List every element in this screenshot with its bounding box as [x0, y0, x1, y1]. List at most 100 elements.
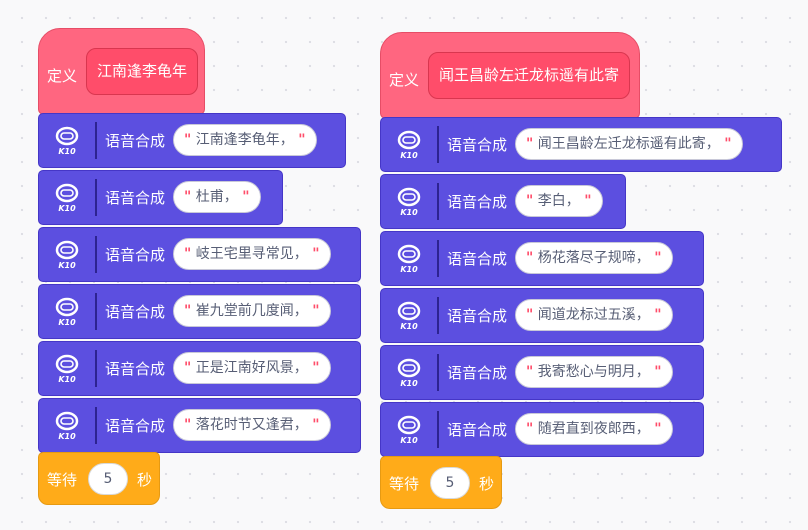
tts-block[interactable]: K10 语音合成 " 江南逢李龟年， " [38, 113, 346, 168]
tts-block-label: 语音合成 [105, 303, 166, 321]
close-quote: " [584, 193, 592, 209]
tts-text-value: 落花时节又逢君， [195, 417, 308, 433]
tts-block[interactable]: K10 语音合成 " 李白， " [380, 174, 626, 229]
k10-icon-label: K10 [58, 318, 76, 327]
procedure-name[interactable]: 江南逢李龟年 [86, 48, 199, 95]
k10-board-icon: K10 [54, 297, 80, 331]
open-quote: " [526, 421, 534, 437]
k10-board-icon: K10 [54, 126, 80, 160]
open-quote: " [526, 364, 534, 380]
k10-board-icon: K10 [396, 301, 422, 335]
open-quote: " [184, 246, 192, 262]
tts-block-label: 语音合成 [447, 307, 508, 325]
tts-block[interactable]: K10 语音合成 " 崔九堂前几度闻， " [38, 284, 361, 339]
tts-block-label: 语音合成 [105, 246, 166, 264]
wait-block[interactable]: 等待 5 秒 [380, 456, 502, 509]
block-divider [95, 236, 97, 273]
tts-text-input[interactable]: " 杨花落尽子规啼， " [515, 242, 673, 274]
k10-board-icon: K10 [396, 244, 422, 278]
k10-icon-label: K10 [58, 204, 76, 213]
tts-text-value: 李白， [537, 193, 580, 209]
open-quote: " [184, 303, 192, 319]
k10-board-icon: K10 [54, 183, 80, 217]
open-quote: " [184, 189, 192, 205]
block-divider [437, 354, 439, 391]
close-quote: " [312, 303, 320, 319]
tts-block-label: 语音合成 [447, 421, 508, 439]
open-quote: " [184, 360, 192, 376]
tts-block[interactable]: K10 语音合成 " 闻道龙标过五溪， " [380, 288, 704, 343]
tts-text-input[interactable]: " 闻道龙标过五溪， " [515, 299, 673, 331]
close-quote: " [298, 132, 306, 148]
open-quote: " [184, 132, 192, 148]
k10-icon-label: K10 [58, 261, 76, 270]
block-divider [95, 179, 97, 216]
k10-board-icon: K10 [54, 240, 80, 274]
tts-text-input[interactable]: " 李白， " [515, 185, 603, 217]
tts-block[interactable]: K10 语音合成 " 随君直到夜郎西， " [380, 402, 704, 457]
tts-block-label: 语音合成 [105, 417, 166, 435]
k10-icon-label: K10 [400, 379, 418, 388]
open-quote: " [526, 193, 534, 209]
tts-text-value: 岐王宅里寻常见， [195, 246, 308, 262]
tts-block[interactable]: K10 语音合成 " 杜甫， " [38, 170, 283, 225]
wait-seconds-input[interactable]: 5 [430, 467, 470, 499]
close-quote: " [654, 250, 662, 266]
tts-text-input[interactable]: " 我寄愁心与明月， " [515, 356, 673, 388]
k10-icon-label: K10 [58, 432, 76, 441]
close-quote: " [312, 246, 320, 262]
define-hat-block[interactable]: 定义 闻王昌龄左迁龙标遥有此寄 [380, 32, 640, 119]
tts-text-input[interactable]: " 闻王昌龄左迁龙标遥有此寄， " [515, 128, 743, 160]
tts-text-input[interactable]: " 杜甫， " [173, 181, 261, 213]
tts-block-label: 语音合成 [447, 250, 508, 268]
k10-icon-label: K10 [400, 265, 418, 274]
block-divider [437, 411, 439, 448]
close-quote: " [724, 136, 732, 152]
k10-icon-label: K10 [400, 322, 418, 331]
tts-text-input[interactable]: " 崔九堂前几度闻， " [173, 295, 331, 327]
k10-board-icon: K10 [396, 130, 422, 164]
tts-text-value: 正是江南好风景， [195, 360, 308, 376]
open-quote: " [526, 250, 534, 266]
tts-text-value: 闻道龙标过五溪， [537, 307, 650, 323]
tts-block[interactable]: K10 语音合成 " 我寄愁心与明月， " [380, 345, 704, 400]
tts-text-value: 崔九堂前几度闻， [195, 303, 308, 319]
tts-text-value: 我寄愁心与明月， [537, 364, 650, 380]
close-quote: " [654, 364, 662, 380]
tts-block[interactable]: K10 语音合成 " 正是江南好风景， " [38, 341, 361, 396]
tts-block[interactable]: K10 语音合成 " 闻王昌龄左迁龙标遥有此寄， " [380, 117, 782, 172]
k10-board-icon: K10 [396, 358, 422, 392]
tts-text-value: 随君直到夜郎西， [537, 421, 650, 437]
close-quote: " [654, 421, 662, 437]
define-label: 定义 [47, 67, 78, 85]
tts-block-label: 语音合成 [447, 193, 508, 211]
k10-icon-label: K10 [58, 147, 76, 156]
k10-icon-label: K10 [400, 208, 418, 217]
tts-text-input[interactable]: " 岐王宅里寻常见， " [173, 238, 331, 270]
tts-block[interactable]: K10 语音合成 " 杨花落尽子规啼， " [380, 231, 704, 286]
tts-block-label: 语音合成 [105, 360, 166, 378]
close-quote: " [654, 307, 662, 323]
tts-text-input[interactable]: " 落花时节又逢君， " [173, 409, 331, 441]
tts-block[interactable]: K10 语音合成 " 落花时节又逢君， " [38, 398, 361, 453]
block-divider [437, 297, 439, 334]
tts-block[interactable]: K10 语音合成 " 岐王宅里寻常见， " [38, 227, 361, 282]
block-divider [95, 293, 97, 330]
k10-board-icon: K10 [54, 411, 80, 445]
wait-seconds-input[interactable]: 5 [88, 463, 128, 495]
block-divider [437, 183, 439, 220]
open-quote: " [184, 417, 192, 433]
define-hat-block[interactable]: 定义 江南逢李龟年 [38, 28, 205, 115]
wait-block[interactable]: 等待 5 秒 [38, 452, 160, 505]
close-quote: " [312, 417, 320, 433]
block-divider [95, 350, 97, 387]
wait-label: 等待 [389, 475, 420, 493]
k10-board-icon: K10 [396, 415, 422, 449]
define-label: 定义 [389, 71, 420, 89]
tts-text-input[interactable]: " 随君直到夜郎西， " [515, 413, 673, 445]
tts-block-label: 语音合成 [105, 189, 166, 207]
procedure-name[interactable]: 闻王昌龄左迁龙标遥有此寄 [428, 52, 631, 99]
tts-text-input[interactable]: " 正是江南好风景， " [173, 352, 331, 384]
seconds-unit-label: 秒 [137, 471, 153, 489]
tts-text-input[interactable]: " 江南逢李龟年， " [173, 124, 317, 156]
